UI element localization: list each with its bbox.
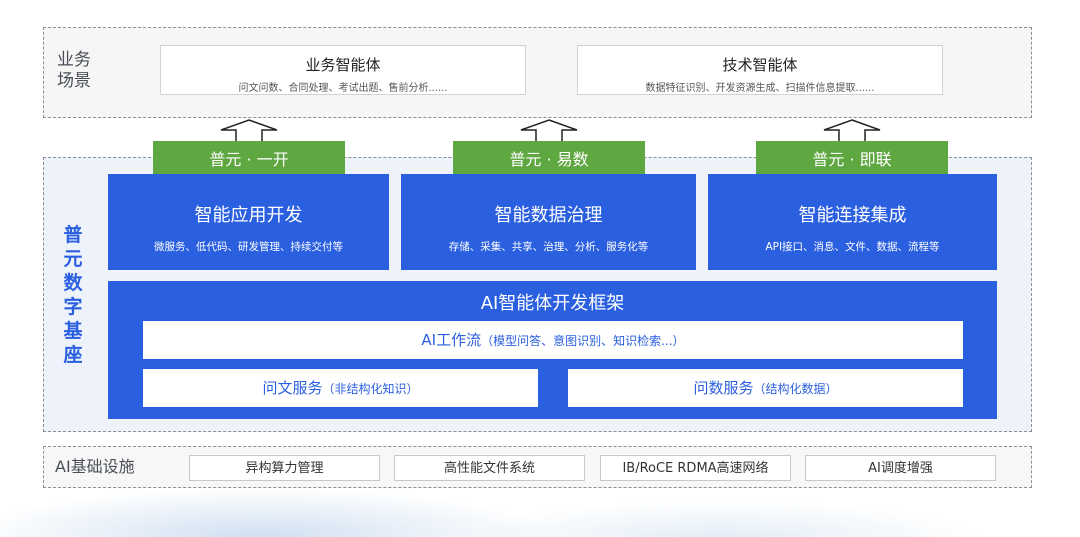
infra-item-filesystem: 高性能文件系统 (394, 455, 585, 481)
digital-foundation-label-char: 座 (63, 344, 83, 366)
data-qa-service-sub: （结构化数据） (753, 382, 838, 396)
business-agent-desc: 问文问数、合同处理、考试出题、售前分析...... (238, 83, 448, 94)
app-dev-title: 智能应用开发 (194, 205, 303, 226)
product-tab-yikai: 普元 · 一开 (153, 141, 345, 179)
data-governance-desc: 存储、采集、共享、治理、分析、服务化等 (448, 241, 649, 253)
up-arrow-icon (823, 119, 881, 143)
text-qa-service-main: 问文服务 (262, 379, 323, 397)
text-qa-service-sub: （非结构化知识） (322, 382, 419, 396)
business-scene-label-line2: 场景 (57, 71, 91, 91)
infra-item-scheduling: AI调度增强 (805, 455, 996, 481)
data-governance-title: 智能数据治理 (494, 205, 603, 226)
data-governance-card: 智能数据治理 存储、采集、共享、治理、分析、服务化等 (401, 174, 696, 270)
product-tab-yishu: 普元 · 易数 (453, 141, 645, 179)
tech-agent-card: 技术智能体 数据特征识别、开发资源生成、扫描件信息提取...... (577, 45, 943, 95)
integration-card: 智能连接集成 API接口、消息、文件、数据、流程等 (708, 174, 997, 270)
text-qa-service: 问文服务（非结构化知识） (143, 369, 538, 407)
tech-agent-desc: 数据特征识别、开发资源生成、扫描件信息提取...... (645, 83, 875, 94)
app-dev-desc: 微服务、低代码、研发管理、持续交付等 (154, 241, 343, 253)
up-arrow-icon (220, 119, 278, 143)
data-qa-service: 问数服务（结构化数据） (568, 369, 963, 407)
ai-infrastructure-label: AI基础设施 (55, 457, 135, 476)
app-dev-card: 智能应用开发 微服务、低代码、研发管理、持续交付等 (108, 174, 389, 270)
business-scene-label-line1: 业务 (57, 50, 91, 70)
digital-foundation-label-char: 数 (63, 272, 83, 294)
digital-foundation-label-char: 元 (63, 248, 83, 270)
ai-workflow-bar: AI工作流（模型问答、意图识别、知识检索...） (143, 321, 963, 359)
data-qa-service-main: 问数服务 (693, 379, 754, 397)
infra-item-compute: 异构算力管理 (189, 455, 380, 481)
integration-title: 智能连接集成 (798, 205, 907, 226)
up-arrow-icon (520, 119, 578, 143)
digital-foundation-label-char: 字 (63, 296, 83, 318)
infra-item-network: IB/RoCE RDMA高速网络 (600, 455, 791, 481)
business-agent-title: 业务智能体 (305, 56, 381, 74)
ai-workflow-sub: （模型问答、意图识别、知识检索...） (481, 334, 685, 348)
ai-workflow-main: AI工作流 (421, 331, 482, 349)
business-scene-label: 业务 场景 (57, 50, 91, 92)
integration-desc: API接口、消息、文件、数据、流程等 (765, 241, 940, 253)
digital-foundation-label-char: 普 (63, 224, 83, 246)
tech-agent-title: 技术智能体 (722, 56, 798, 74)
business-agent-card: 业务智能体 问文问数、合同处理、考试出题、售前分析...... (160, 45, 526, 95)
ai-agent-framework-title: AI智能体开发框架 (480, 293, 625, 314)
digital-foundation-label: 普 元 数 字 基 座 (62, 223, 84, 367)
product-tab-jilian: 普元 · 即联 (756, 141, 948, 179)
digital-foundation-label-char: 基 (63, 320, 83, 342)
